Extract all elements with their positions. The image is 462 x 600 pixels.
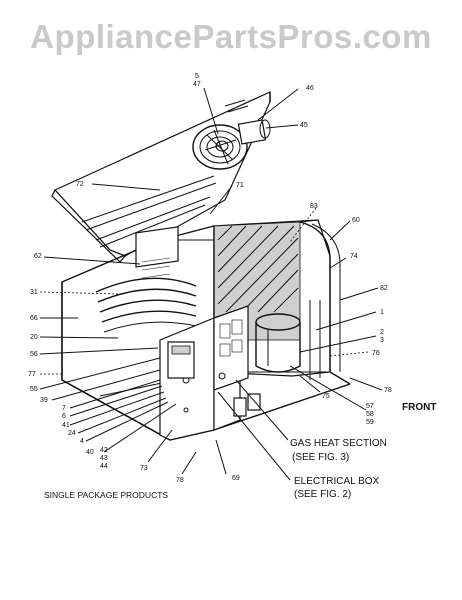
label-44: 44	[100, 463, 108, 470]
label-56: 56	[30, 351, 38, 358]
label-59: 59	[366, 419, 374, 426]
gas-heat-callout: GAS HEAT SECTION	[290, 438, 387, 449]
label-20: 20	[30, 334, 38, 341]
label-5: 5	[195, 73, 199, 80]
label-62: 62	[34, 253, 42, 260]
front-label: FRONT	[402, 402, 436, 413]
label-2: 2	[380, 329, 384, 336]
label-4: 4	[80, 438, 84, 445]
label-1: 1	[380, 309, 384, 316]
electrical-box-figure-ref: (SEE FIG. 2)	[294, 489, 351, 500]
label-78-bottom: 78	[176, 477, 184, 484]
control-box-icon	[213, 305, 249, 391]
label-47: 47	[193, 81, 201, 88]
label-78-right: 78	[384, 387, 392, 394]
label-6: 6	[62, 413, 66, 420]
fan-motor-icon	[192, 99, 271, 170]
label-31: 31	[30, 289, 38, 296]
label-73: 73	[140, 465, 148, 472]
label-72: 72	[76, 181, 84, 188]
part-number-labels: 5 47 46 45 72 71 83 60 62 74 31 82 66 1 …	[28, 73, 392, 484]
label-83: 83	[310, 203, 318, 210]
label-41: 41	[62, 422, 70, 429]
label-45: 45	[300, 122, 308, 129]
label-66: 66	[30, 315, 38, 322]
label-76-top: 76	[372, 350, 380, 357]
leader-lines	[39, 87, 383, 481]
label-71: 71	[236, 182, 244, 189]
label-42: 42	[100, 447, 108, 454]
label-43: 43	[100, 455, 108, 462]
label-82: 82	[380, 285, 388, 292]
top-cover-panel	[51, 91, 271, 263]
label-77: 77	[28, 371, 36, 378]
label-60: 60	[352, 217, 360, 224]
label-24: 24	[68, 430, 76, 437]
label-57: 57	[366, 403, 374, 410]
label-7: 7	[62, 405, 66, 412]
label-69: 69	[232, 475, 240, 482]
compressor	[233, 300, 321, 417]
electrical-box-callout: ELECTRICAL BOX	[294, 476, 380, 487]
callout-labels: FRONT GAS HEAT SECTION (SEE FIG. 3) ELEC…	[44, 402, 436, 500]
site-watermark: AppliancePartsPros.com	[30, 18, 432, 55]
label-75: 75	[322, 393, 330, 400]
heat-exchanger-icon	[95, 226, 197, 333]
diagram-caption: SINGLE PACKAGE PRODUCTS	[44, 490, 168, 500]
label-39: 39	[40, 397, 48, 404]
gas-heat-figure-ref: (SEE FIG. 3)	[292, 452, 349, 463]
label-46: 46	[306, 85, 314, 92]
label-58: 58	[366, 411, 374, 418]
label-3: 3	[380, 337, 384, 344]
label-40: 40	[86, 449, 94, 456]
label-55: 55	[30, 386, 38, 393]
label-74: 74	[350, 253, 358, 260]
